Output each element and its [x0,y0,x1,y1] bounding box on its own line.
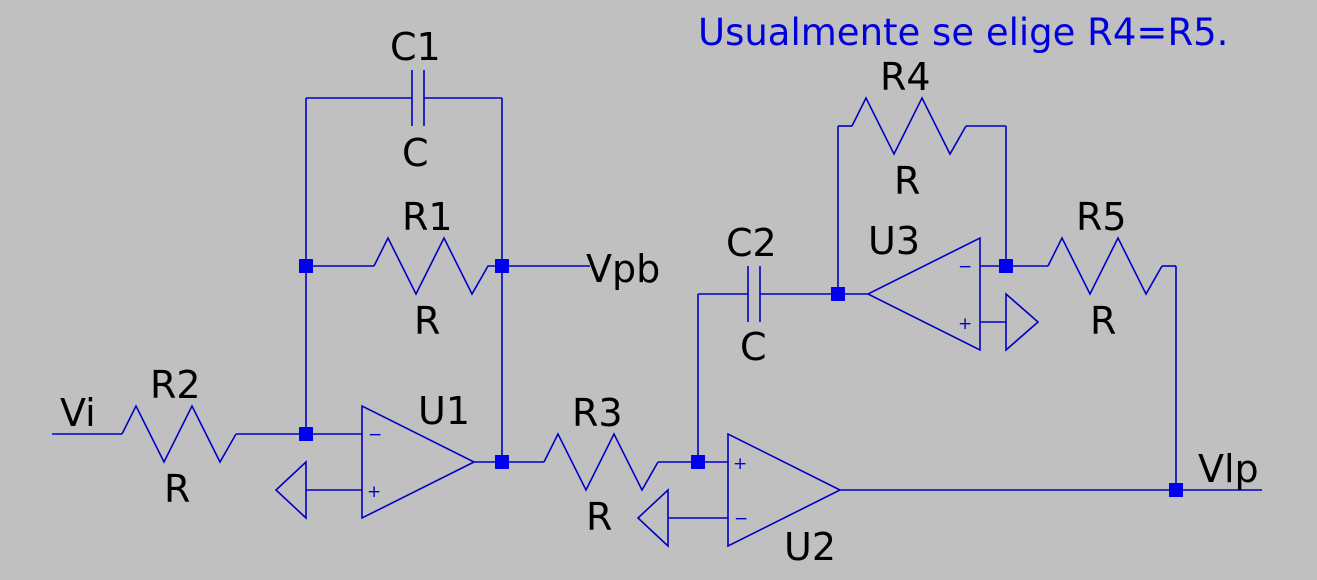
opamp-u1-minus-pin: − [368,425,382,445]
u1-name: U1 [418,389,470,433]
junction-dot [1169,483,1183,497]
r3-name: R3 [572,391,623,435]
resistor-r3 [543,432,659,492]
opamp-u2: + − [727,432,842,548]
resistor-r1 [373,236,502,296]
opamp-u2-minus-pin: − [734,509,748,529]
net-label-vlp: Vlp [1198,447,1259,491]
opamp-u3-plus-pin: + [958,314,972,334]
ground-icon [1005,292,1040,352]
net-label-vpb: Vpb [586,247,660,291]
c2-name: C2 [726,221,777,265]
opamp-u1: − + [361,404,476,520]
junction-dot [691,455,705,469]
r5-value: R [1090,299,1116,343]
r5-name: R5 [1076,195,1127,239]
junction-dot [495,455,509,469]
u3-name: U3 [868,219,920,263]
opamp-u3: − + [866,236,981,352]
opamp-u2-plus-pin: + [733,454,747,474]
junction-dot [999,259,1013,273]
opamp-u1-plus-pin: + [367,482,381,502]
c1-value: C [402,131,429,175]
junction-dot [495,259,509,273]
r2-name: R2 [150,363,201,407]
wires [52,97,1262,519]
capacitor-c2 [747,266,761,322]
r3-value: R [586,495,612,539]
r4-name: R4 [880,55,931,99]
r2-value: R [164,467,190,511]
u2-name: U2 [784,525,836,569]
opamp-u3-minus-pin: − [958,257,972,277]
r1-name: R1 [402,195,453,239]
resistor-r2 [121,404,237,464]
r4-value: R [894,159,920,203]
annotation-note: Usualmente se elige R4=R5. [698,11,1228,54]
r1-value: R [414,299,440,343]
junction-dot [831,287,845,301]
ground-icon [636,488,669,548]
c2-value: C [740,325,767,369]
capacitor-c1 [411,70,425,126]
resistor-r5 [1047,236,1163,296]
ground-icon [274,460,307,520]
net-label-vi: Vi [60,391,96,435]
junction-dot [299,427,313,441]
junction-dot [299,259,313,273]
c1-name: C1 [390,25,441,69]
junctions [299,259,1183,497]
resistor-r4 [851,96,967,156]
